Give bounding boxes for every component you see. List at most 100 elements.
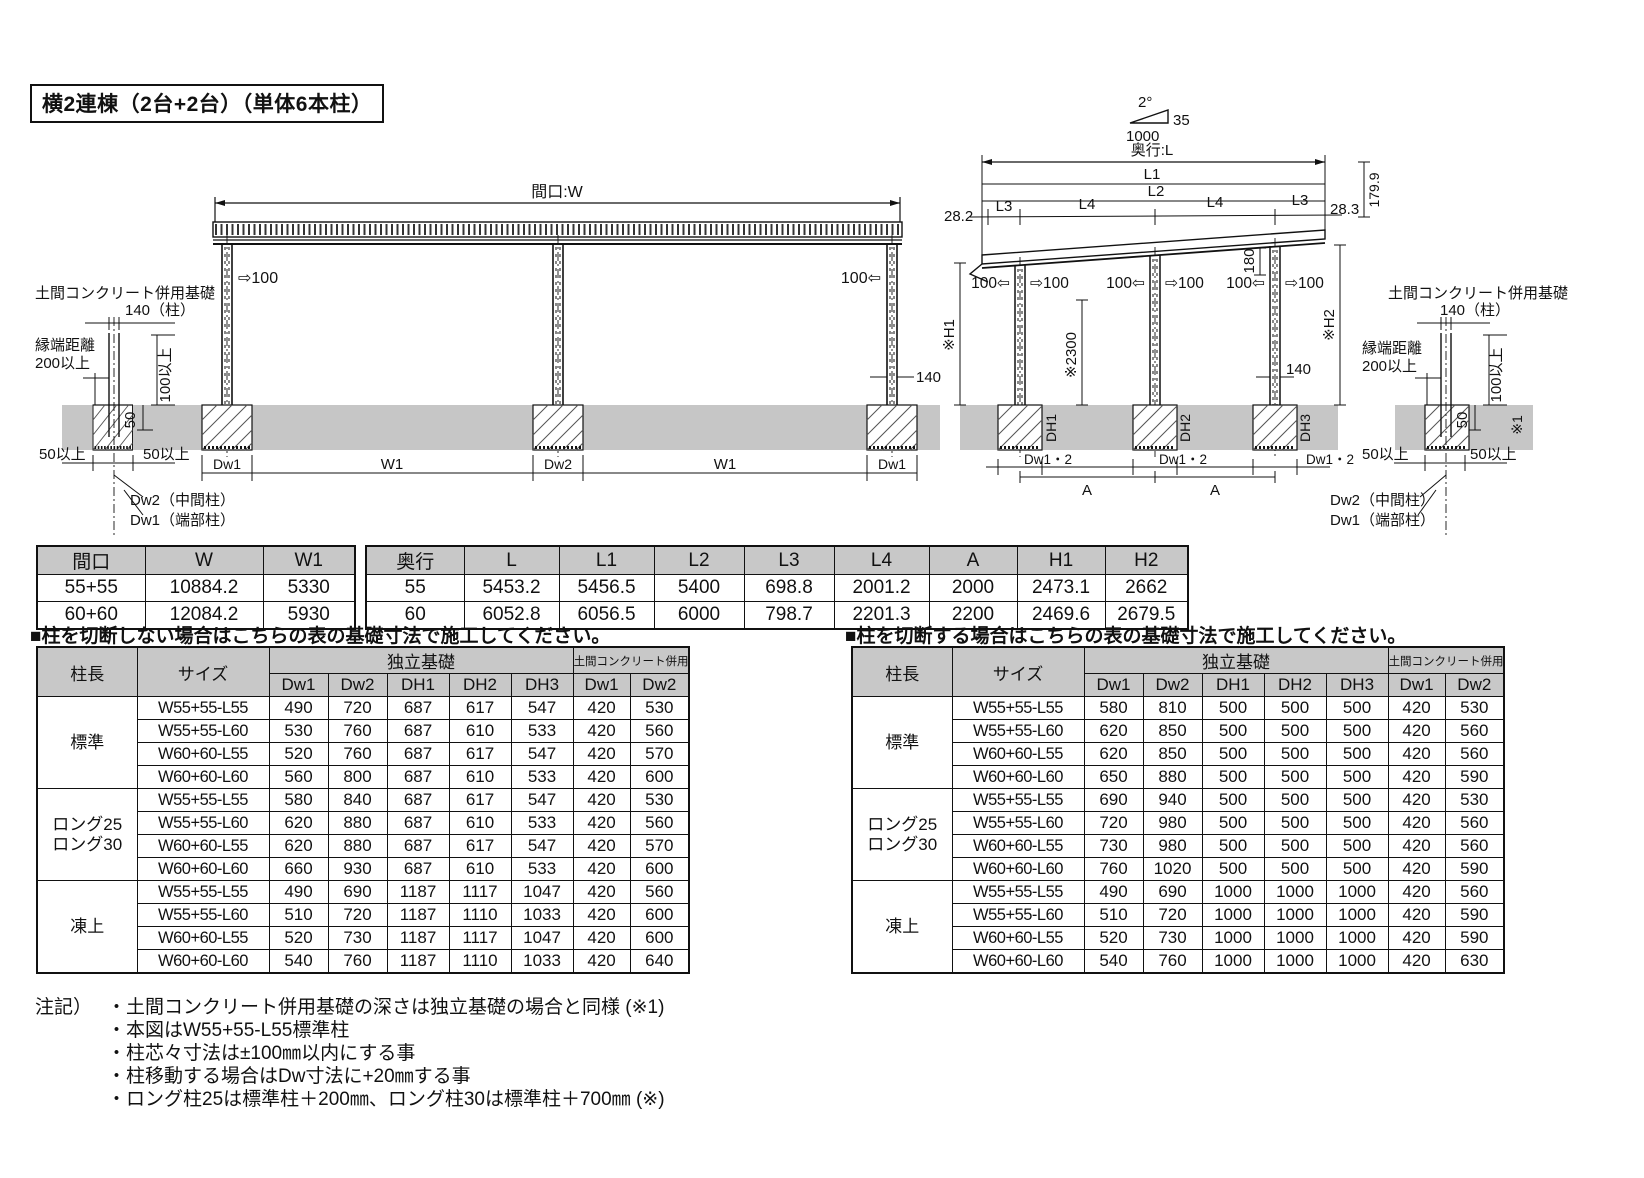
table-cell: 420	[572, 696, 631, 720]
table-cell: 560	[1444, 834, 1505, 858]
table-cell: 617	[448, 742, 512, 766]
table-cell: 560	[1444, 880, 1505, 904]
table-cell: 1000	[1263, 880, 1327, 904]
table-cell: 1000	[1325, 903, 1389, 927]
table-cell: 520	[1083, 926, 1144, 950]
notes-list: ・土間コンクリート併用基礎の深さは独立基礎の場合と同様 (※1)・本図はW55+…	[35, 996, 665, 1111]
table-subheader-row: Dw1 Dw2 DH1 DH2 DH3 Dw1 Dw2	[852, 673, 1505, 697]
dim-w1-left: W1	[381, 456, 404, 473]
col-header: Dw1	[268, 673, 329, 697]
table-cell: 500	[1325, 719, 1389, 743]
table-cell: 500	[1201, 857, 1265, 881]
table-cell: 2201.3	[833, 601, 930, 630]
roof	[212, 221, 903, 245]
table-cell: 490	[268, 880, 329, 904]
table-cell: 580	[268, 788, 329, 812]
col-header: W	[144, 545, 264, 575]
table-cell: 760	[1083, 857, 1144, 881]
table-cell: 520	[268, 742, 329, 766]
col-header: DH3	[1325, 673, 1389, 697]
table-cell: 1187	[386, 903, 450, 927]
table-cell: 1000	[1201, 926, 1265, 950]
table-cell: W60+60-L55	[136, 926, 270, 950]
table-cell: 420	[1387, 811, 1446, 835]
table-cell: 5930	[262, 601, 356, 630]
table-cell: W55+55-L55	[136, 788, 270, 812]
table-cell: 930	[327, 857, 388, 881]
offset-6: ⇨100	[1285, 275, 1324, 292]
table-cell: 660	[268, 857, 329, 881]
table-cell: 687	[386, 788, 450, 812]
table-cell: 600	[629, 857, 690, 881]
table-cell: 490	[268, 696, 329, 720]
table-cell: 500	[1263, 811, 1327, 835]
table-cell: 2679.5	[1104, 601, 1189, 630]
table-cell: 530	[1444, 788, 1505, 812]
detail-50-label: 50	[122, 412, 139, 429]
table-cell: 1033	[510, 903, 574, 927]
table-cell: W55+55-L55	[951, 880, 1085, 904]
table-header-row: 柱長 サイズ 独立基礎 土間コンクリート併用基礎	[851, 646, 1505, 697]
table-cell: W60+60-L55	[951, 834, 1085, 858]
table-cell: 880	[327, 811, 388, 835]
col-header: Dw2	[1142, 673, 1203, 697]
table-cell: 420	[572, 811, 631, 835]
table-cell: 420	[1387, 949, 1446, 974]
table-cell: 420	[1387, 742, 1446, 766]
table-cell: 650	[1083, 765, 1144, 789]
table-cell: 1117	[448, 926, 512, 950]
table-cell: 1000	[1325, 949, 1389, 974]
table-cell: 600	[629, 903, 690, 927]
table-cell: 547	[510, 834, 574, 858]
table-cell: 420	[572, 742, 631, 766]
table-cell: W60+60-L55	[136, 834, 270, 858]
table-cell: 687	[386, 811, 450, 835]
table-cell: 1110	[448, 903, 512, 927]
table-cell: 730	[327, 926, 388, 950]
table-cell: 500	[1263, 834, 1327, 858]
table-cell: 687	[386, 765, 450, 789]
pillar-length-cell: 標準	[36, 696, 138, 789]
table-cell: 12084.2	[144, 601, 264, 630]
table-cell: 60	[365, 601, 465, 630]
table-cell: W55+55-L55	[136, 880, 270, 904]
table-cell: 980	[1142, 834, 1203, 858]
table-subheader-row: Dw1 Dw2 DH1 DH2 DH3 Dw1 Dw2	[37, 673, 690, 697]
table-cell: 2473.1	[1016, 574, 1106, 602]
front-elevation-drawing: 間口:W	[35, 184, 941, 535]
detail-edge-label-1: 縁端距離	[35, 336, 95, 354]
table-cell: 610	[448, 811, 512, 835]
table-cell: 520	[268, 926, 329, 950]
table-cell: 720	[1142, 903, 1203, 927]
col-header: L	[463, 545, 560, 575]
dh2-label: DH2	[1177, 414, 1193, 442]
table-cell: 940	[1142, 788, 1203, 812]
table-cell: 690	[327, 880, 388, 904]
col-header: 奥行	[365, 545, 465, 575]
table-cell: 600	[629, 765, 690, 789]
table-cell: 720	[1083, 811, 1144, 835]
table-cell: 570	[629, 742, 690, 766]
l1-label: L1	[1144, 166, 1161, 183]
col-header: Dw2	[327, 673, 388, 697]
table-cell: 5400	[653, 574, 745, 602]
col-header: Dw2	[629, 673, 690, 697]
table-cell: 560	[629, 719, 690, 743]
table-cell: 840	[327, 788, 388, 812]
table-cell: W60+60-L60	[951, 857, 1085, 881]
table-cell: W55+55-L55	[951, 696, 1085, 720]
table-cell: 610	[448, 857, 512, 881]
d282-label: 28.2	[944, 208, 973, 225]
col-header: L4	[833, 545, 930, 575]
table-cell: W60+60-L60	[951, 765, 1085, 789]
table-cell: 2001.2	[833, 574, 930, 602]
h2-label: ※H2	[1321, 309, 1338, 341]
pillar-length-cell: ロング25 ロング30	[851, 788, 953, 881]
